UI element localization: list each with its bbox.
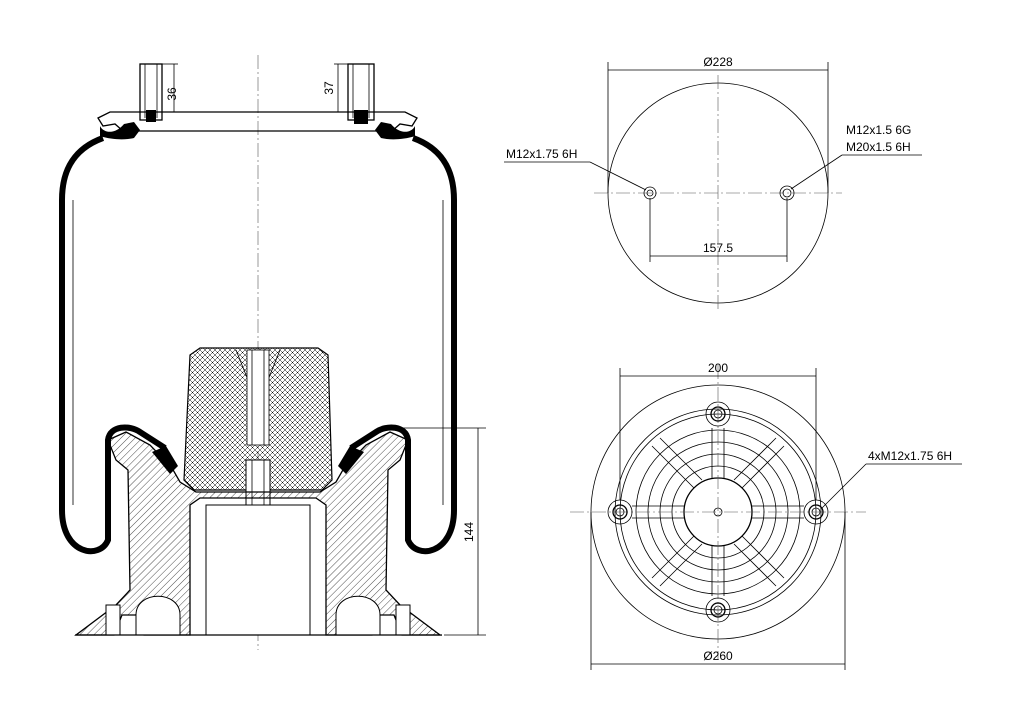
bellows — [59, 135, 457, 555]
top-view: Ø228 157.5 M12x1.75 6H M12x1.5 6G M20x1.… — [504, 55, 922, 312]
bump-stop — [183, 347, 333, 491]
hole-spacing-label: 157.5 — [703, 241, 733, 255]
top-plate — [97, 111, 418, 140]
base-diameter-label: Ø260 — [703, 649, 733, 663]
top-diameter-label: Ø228 — [703, 55, 733, 69]
stud-right: 37 — [322, 63, 375, 124]
base-threads-label: 4xM12x1.75 6H — [868, 449, 952, 463]
stud-left-dimension: 36 — [165, 87, 179, 101]
piston — [74, 431, 442, 636]
bottom-view: 200 Ø260 4xM12x1.75 6H — [570, 361, 962, 670]
thread-right-label-1: M12x1.5 6G — [846, 123, 911, 137]
thread-right-label-2: M20x1.5 6H — [846, 140, 911, 154]
height-dimension: 144 — [400, 427, 486, 636]
stud-right-dimension: 37 — [322, 81, 336, 95]
bolt-hole-bottom — [705, 597, 731, 623]
bolt-hole-top — [705, 401, 731, 427]
stud-left: 36 — [139, 63, 179, 122]
base-outline — [590, 384, 846, 640]
thread-left-label: M12x1.75 6H — [506, 147, 577, 161]
base-ribs — [632, 428, 804, 596]
height-dimension-label: 144 — [462, 522, 476, 542]
side-view: 36 37 — [59, 55, 486, 650]
bolt-circle-label: 200 — [708, 361, 728, 375]
